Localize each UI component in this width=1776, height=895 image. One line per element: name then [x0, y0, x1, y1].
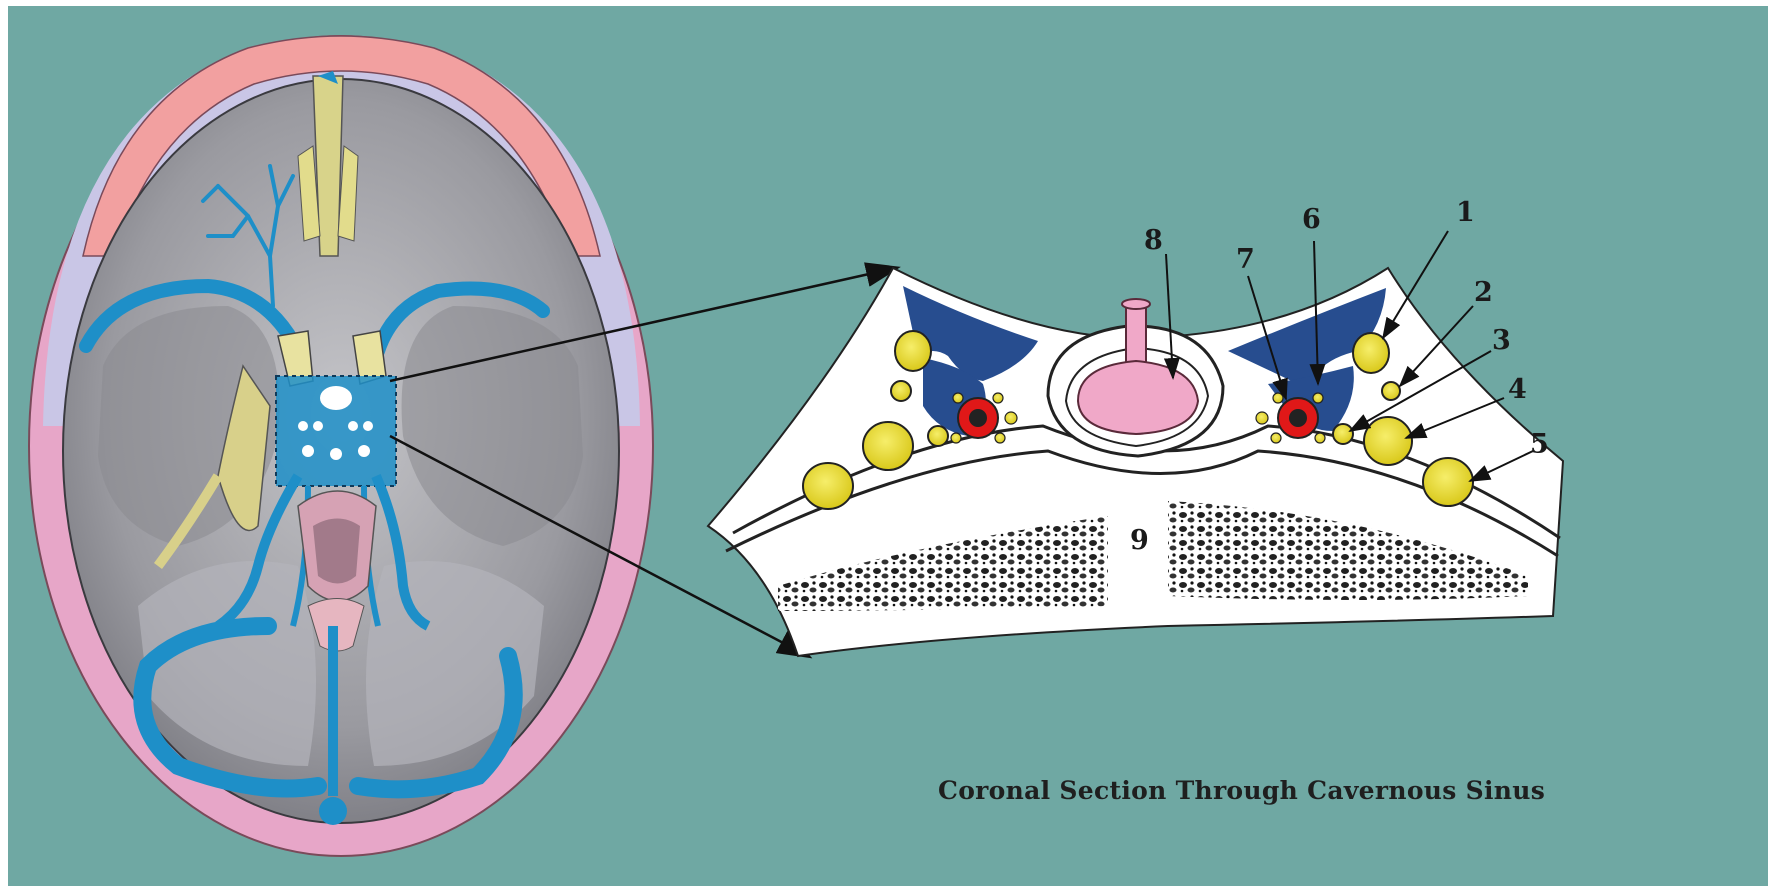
- maxillary-nerve-right: [1423, 458, 1473, 506]
- label-4: 4: [1508, 374, 1527, 405]
- label-8: 8: [1144, 225, 1163, 256]
- trochlear-nerve-left: [891, 381, 911, 401]
- basilar-region: [313, 519, 360, 584]
- illustration-canvas: 1 2 3 4 5 6 7 8 9 Coronal Section Throug…: [8, 6, 1768, 886]
- pituitary-stalk: [1126, 304, 1146, 364]
- label-9: 9: [1130, 525, 1149, 556]
- oculomotor-nerve-right: [1353, 333, 1389, 373]
- internal-carotid-left: [958, 398, 998, 438]
- label-5: 5: [1530, 429, 1549, 460]
- anatomy-illustration: 1 2 3 4 5 6 7 8 9: [8, 6, 1768, 886]
- internal-carotid-right: [1278, 398, 1318, 438]
- ophthalmic-nerve-right: [1364, 417, 1412, 465]
- label-7: 7: [1236, 244, 1255, 275]
- confluence-of-sinuses: [319, 797, 347, 825]
- pituitary-stalk-top: [1122, 299, 1150, 309]
- abducens-nerve-right: [1333, 424, 1353, 444]
- label-2: 2: [1474, 277, 1493, 308]
- ophthalmic-nerve-left: [863, 422, 913, 470]
- coronal-section: [708, 268, 1563, 656]
- figure-caption: Coronal Section Through Cavernous Sinus: [938, 776, 1545, 805]
- label-6: 6: [1302, 204, 1321, 235]
- label-1: 1: [1456, 197, 1475, 228]
- label-3: 3: [1492, 325, 1511, 356]
- skull-base-view: [29, 36, 653, 856]
- trochlear-nerve-right: [1382, 382, 1400, 400]
- oculomotor-nerve-left: [895, 331, 931, 371]
- abducens-nerve-left: [928, 426, 948, 446]
- maxillary-nerve-left: [803, 463, 853, 509]
